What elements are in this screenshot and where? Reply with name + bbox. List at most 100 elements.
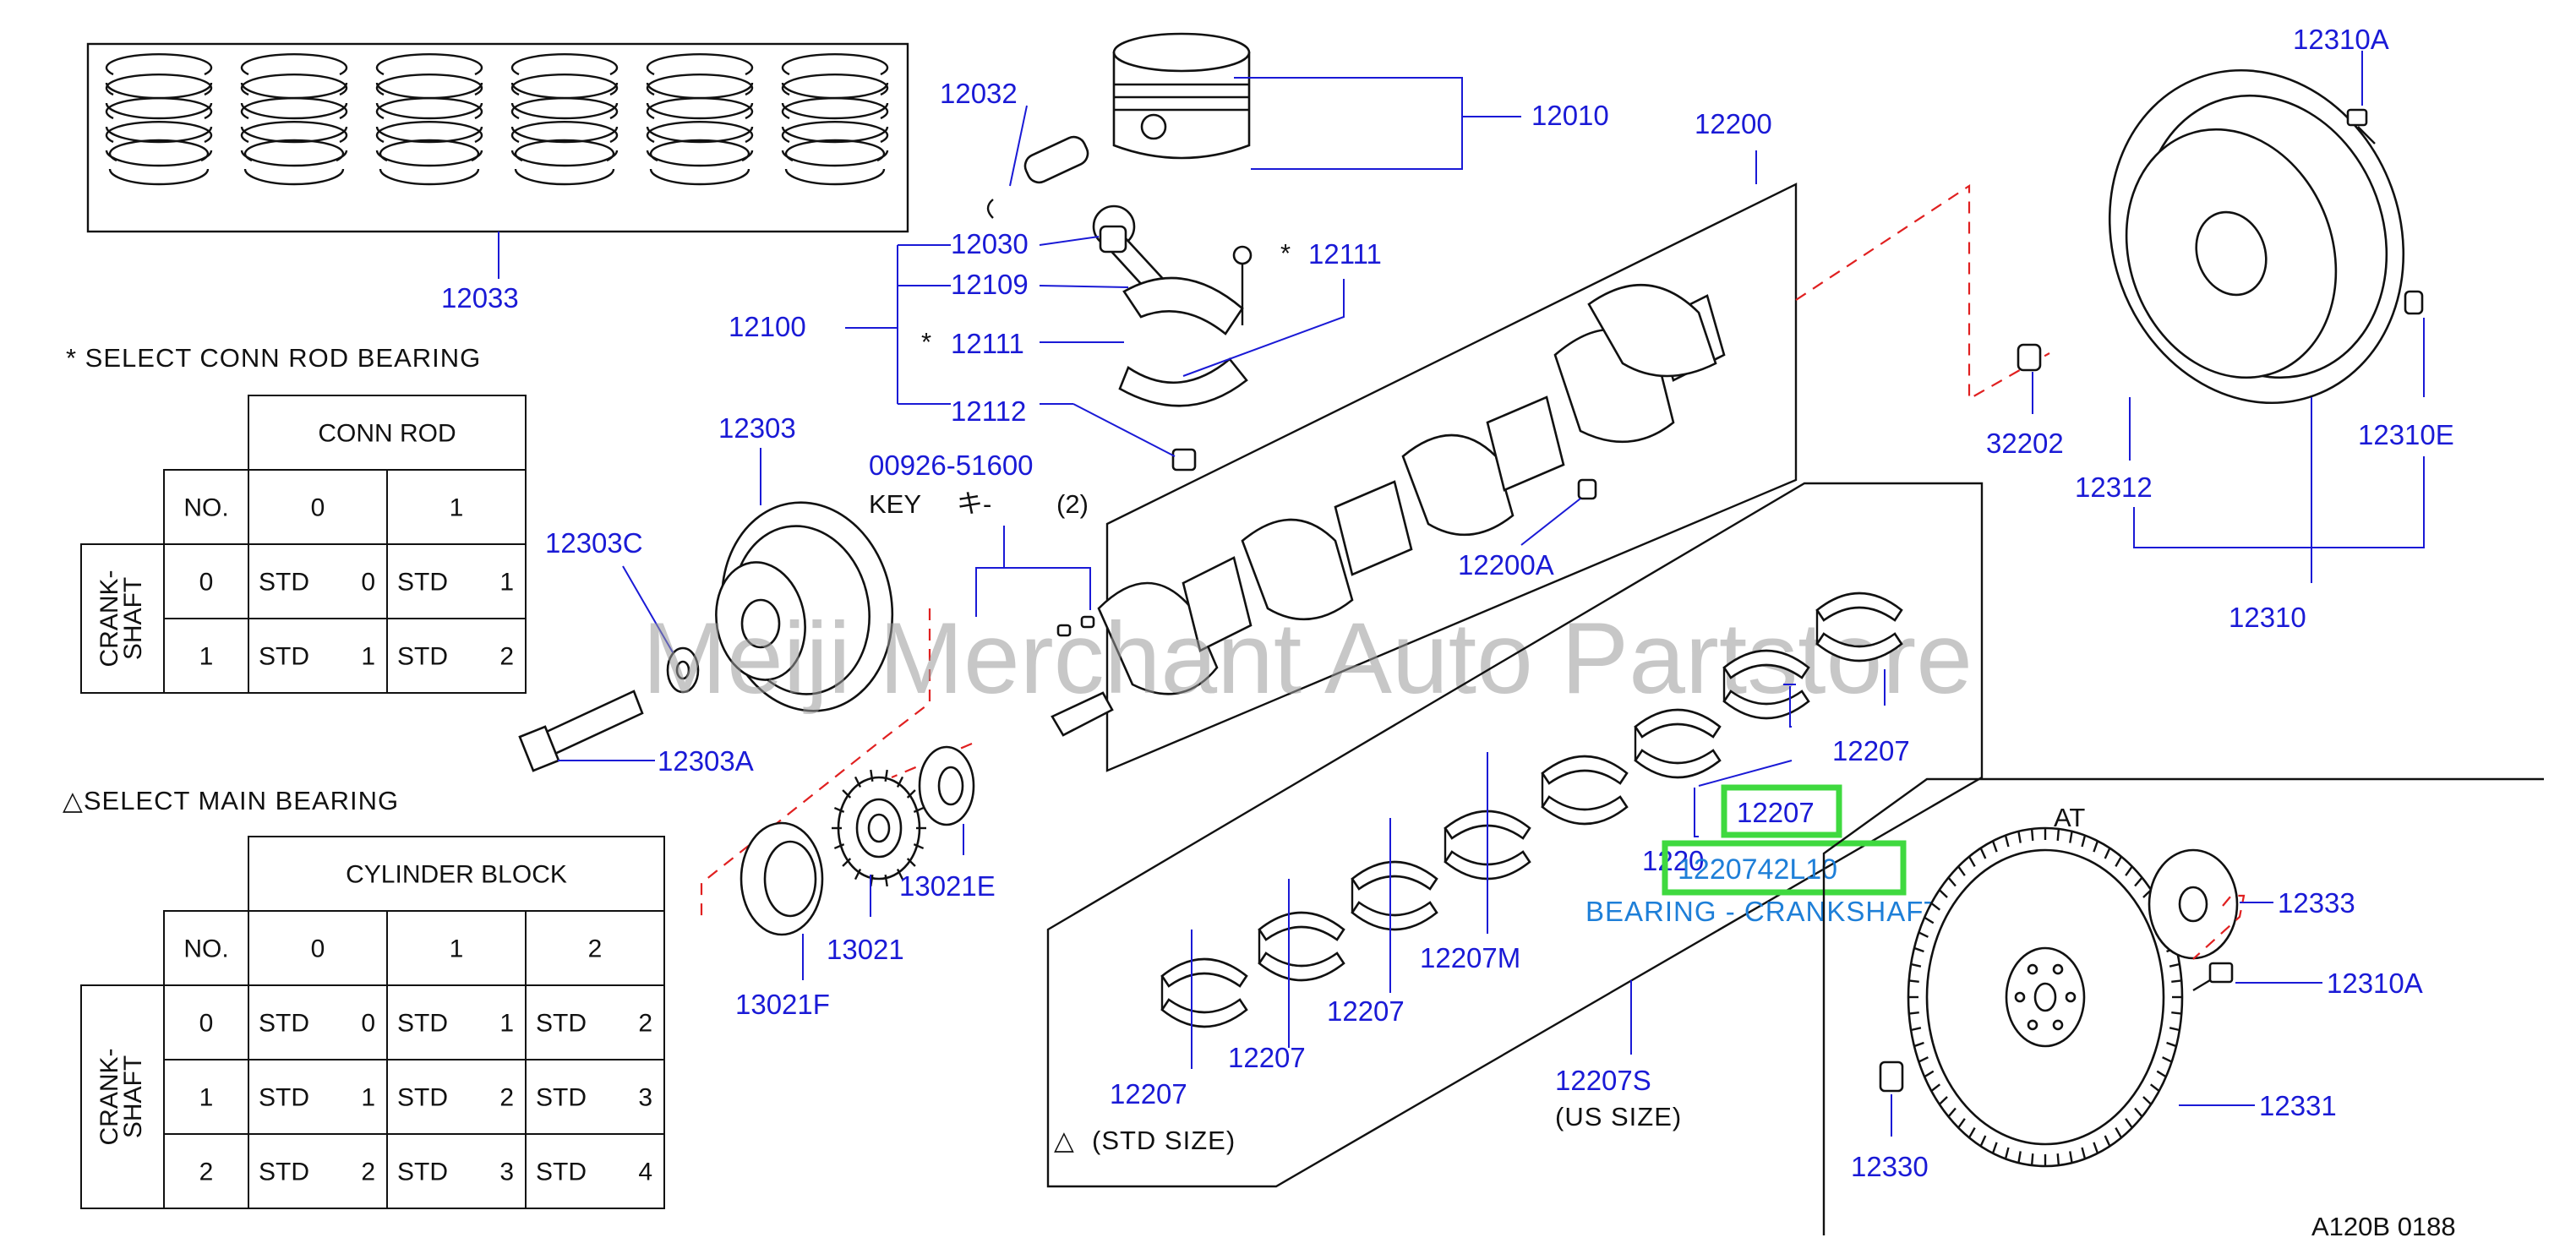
table-row-no: 0: [199, 569, 214, 597]
part-label-12310A-bot[interactable]: 12310A: [2327, 968, 2423, 999]
drive-plate-bolt-icon[interactable]: [2192, 962, 2234, 992]
part-label-12207-b[interactable]: 12207: [1327, 995, 1405, 1027]
flywheel-icon[interactable]: [2064, 29, 2449, 444]
part-label-12200A[interactable]: 12200A: [1458, 549, 1554, 581]
dowel-icon[interactable]: [2404, 290, 2424, 315]
part-label-12111-b[interactable]: 12111: [1308, 238, 1382, 270]
part-label-12207-d[interactable]: 12207: [1110, 1078, 1187, 1110]
main-bearings-group[interactable]: [1160, 592, 1903, 1028]
table-cell-value: 0: [361, 569, 375, 597]
piston-ring-set-icon: [375, 52, 483, 186]
table-row-no: 1: [199, 1084, 214, 1112]
triangle-mark: △: [1054, 1126, 1074, 1155]
part-label-12312[interactable]: 12312: [2075, 472, 2153, 503]
crank-sprocket-key-icon[interactable]: [1577, 478, 1597, 500]
part-label-12330[interactable]: 12330: [1851, 1151, 1929, 1182]
reinforcement-plate-icon[interactable]: [2148, 848, 2239, 960]
pilot-bushing-icon[interactable]: [2017, 343, 2042, 372]
part-label-12032[interactable]: 12032: [940, 78, 1018, 109]
crank-sprocket-icon[interactable]: [832, 769, 926, 887]
table-column-header: 1: [450, 935, 464, 963]
key-kana: キ-: [957, 489, 991, 519]
part-label-12310A-top[interactable]: 12310A: [2293, 24, 2389, 55]
table-column-header: 0: [311, 935, 325, 963]
table-cell-value: 1: [499, 1010, 514, 1038]
piston-pin-icon[interactable]: [1021, 134, 1091, 187]
main-bearing-shell-icon[interactable]: [1258, 911, 1345, 982]
part-label-12100[interactable]: 12100: [729, 311, 806, 342]
piston-icon[interactable]: [1112, 32, 1251, 160]
table-row-no: 1: [199, 643, 214, 671]
crank-sprocket-washer-icon[interactable]: [740, 821, 824, 936]
part-label-13021[interactable]: 13021: [827, 934, 904, 965]
table-row-no: 2: [199, 1159, 214, 1186]
highlight-description: BEARING - CRANKSHAFT: [1585, 896, 1942, 927]
part-label-12303[interactable]: 12303: [718, 412, 796, 444]
highlight-box-part-number[interactable]: [1662, 840, 1907, 896]
part-label-32202[interactable]: 32202: [1986, 428, 2064, 459]
part-label-12033[interactable]: 12033: [441, 282, 519, 314]
oil-thrower-icon[interactable]: [918, 745, 975, 826]
table-cell-grade: STD: [536, 1010, 587, 1038]
piston-rings-group[interactable]: [86, 42, 909, 233]
part-label-12207-box[interactable]: 12207: [1737, 797, 1815, 828]
crankshaft-icon[interactable]: [1051, 283, 1726, 737]
part-label-12333[interactable]: 12333: [2278, 887, 2355, 919]
part-label-12207S[interactable]: 12207S: [1555, 1065, 1651, 1096]
main-bearing-shell-icon[interactable]: [1351, 860, 1438, 931]
main-bearing-shell-icon[interactable]: [1815, 592, 1903, 662]
table-cell-grade: STD: [397, 1010, 448, 1038]
part-label-12111-a[interactable]: 12111: [951, 328, 1024, 359]
table-no-header: NO.: [183, 494, 228, 522]
table-cell-value: 4: [638, 1159, 652, 1186]
crank-key-icon[interactable]: [1056, 615, 1095, 637]
part-label-12303C[interactable]: 12303C: [545, 527, 643, 559]
part-label-13021F[interactable]: 13021F: [735, 989, 830, 1020]
main-bearing-note: △SELECT MAIN BEARING: [63, 786, 399, 815]
conn-rod-nut-icon[interactable]: [1171, 448, 1197, 472]
part-label-12200[interactable]: 12200: [1695, 108, 1772, 139]
part-label-12310E[interactable]: 12310E: [2358, 419, 2454, 450]
highlight-part-number[interactable]: 1220742L10: [1678, 853, 1837, 886]
drive-plate-icon[interactable]: [1907, 826, 2184, 1168]
part-label-12207M[interactable]: 12207M: [1420, 942, 1520, 973]
pulley-washer-icon[interactable]: [666, 646, 700, 694]
table-cell-grade: STD: [259, 643, 309, 671]
table-cell-grade: STD: [397, 1084, 448, 1112]
part-label-12310[interactable]: 12310: [2229, 602, 2306, 633]
at-caption: AT: [2054, 803, 2085, 832]
table-cell-value: 2: [499, 643, 514, 671]
part-label-12030[interactable]: 12030: [951, 228, 1029, 259]
us-size-caption: (US SIZE): [1555, 1102, 1682, 1131]
part-label-12207-partial[interactable]: 1220: [1642, 845, 1704, 876]
part-label-12109[interactable]: 12109: [951, 269, 1029, 300]
part-label-12112[interactable]: 12112: [951, 395, 1026, 427]
table-cell-grade: STD: [536, 1159, 587, 1186]
part-label-00926-51600[interactable]: 00926-51600: [869, 450, 1034, 481]
table-cell-value: 2: [499, 1084, 514, 1112]
conn-rod-icon[interactable]: [1092, 204, 1248, 407]
table-cell-grade: STD: [259, 1084, 309, 1112]
part-label-12207-a[interactable]: 12207: [1832, 735, 1910, 766]
table-cell-grade: STD: [259, 1010, 309, 1038]
pulley-bolt-icon[interactable]: [518, 690, 644, 772]
main-bearing-shell-icon[interactable]: [1634, 708, 1722, 779]
main-bearing-shell-icon[interactable]: [1160, 957, 1248, 1028]
main-bearing-shell-icon[interactable]: [1722, 649, 1810, 720]
part-label-13021E[interactable]: 13021E: [899, 870, 996, 902]
key-quantity: (2): [1056, 489, 1089, 519]
highlight-box-12207[interactable]: [1721, 784, 1842, 838]
table-cell-grade: STD: [259, 1159, 309, 1186]
key-caption: KEY: [869, 489, 921, 519]
main-bearing-shell-icon[interactable]: [1541, 755, 1629, 826]
part-label-12303A[interactable]: 12303A: [658, 745, 754, 777]
spacer-icon[interactable]: [1879, 1060, 1904, 1093]
flywheel-bolt-icon[interactable]: [2346, 108, 2376, 144]
table-cell-value: 1: [361, 643, 375, 671]
part-label-12207-c[interactable]: 12207: [1228, 1042, 1306, 1073]
part-label-12010[interactable]: 12010: [1531, 100, 1609, 131]
crank-pulley-icon[interactable]: [706, 489, 909, 725]
part-label-12331[interactable]: 12331: [2259, 1090, 2337, 1121]
piston-ring-set-icon: [781, 52, 889, 186]
